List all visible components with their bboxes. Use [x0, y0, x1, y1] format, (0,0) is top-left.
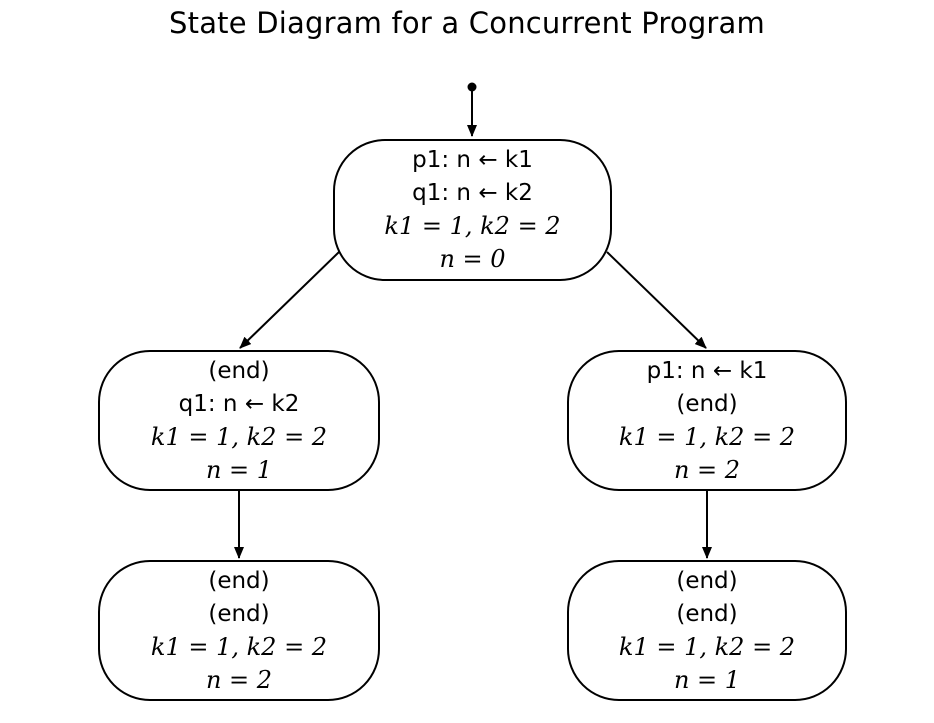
state-node-right-leaf: (end) (end) k1 = 1, k2 = 2 n = 1 [567, 560, 847, 701]
state-n-value: n = 1 [673, 665, 741, 694]
state-variables: k1 = 1, k2 = 2 [384, 212, 561, 240]
state-n-value: n = 2 [673, 455, 741, 484]
state-p-statement: (end) [676, 567, 738, 594]
state-n-value: n = 0 [439, 245, 506, 273]
edge-root-to-left [239, 251, 340, 349]
state-node-root: p1: n ← k1 q1: n ← k2 k1 = 1, k2 = 2 n =… [333, 139, 612, 281]
state-p-statement: p1: n ← k1 [646, 357, 768, 384]
state-q-statement: q1: n ← k2 [412, 180, 533, 206]
state-q-statement: (end) [676, 390, 738, 417]
state-variables: k1 = 1, k2 = 2 [150, 632, 328, 661]
state-n-value: n = 1 [205, 455, 273, 484]
state-q-statement: (end) [208, 600, 270, 627]
state-q-statement: q1: n ← k2 [178, 390, 300, 417]
edge-root-to-right [606, 251, 707, 349]
state-node-left: (end) q1: n ← k2 k1 = 1, k2 = 2 n = 1 [98, 350, 380, 491]
state-variables: k1 = 1, k2 = 2 [618, 422, 796, 451]
state-p-statement: (end) [208, 567, 270, 594]
state-q-statement: (end) [676, 600, 738, 627]
state-node-right: p1: n ← k1 (end) k1 = 1, k2 = 2 n = 2 [567, 350, 847, 491]
state-node-left-leaf: (end) (end) k1 = 1, k2 = 2 n = 2 [98, 560, 380, 701]
state-n-value: n = 2 [205, 665, 273, 694]
state-p-statement: (end) [208, 357, 270, 384]
diagram-title: State Diagram for a Concurrent Program [169, 6, 765, 40]
state-variables: k1 = 1, k2 = 2 [150, 422, 328, 451]
initial-state-dot [467, 82, 477, 92]
state-variables: k1 = 1, k2 = 2 [618, 632, 796, 661]
state-p-statement: p1: n ← k1 [412, 147, 533, 173]
